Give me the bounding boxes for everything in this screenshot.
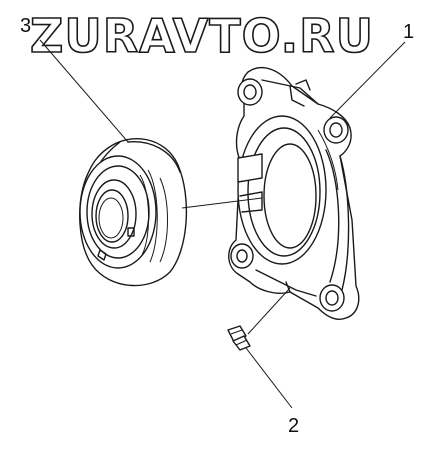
leader-line-3 bbox=[39, 39, 129, 143]
callout-number-1: 1 bbox=[403, 21, 414, 43]
leader-line-2 bbox=[245, 347, 293, 409]
assembly-axis-line bbox=[181, 197, 263, 209]
bearing-housing-part bbox=[228, 67, 360, 320]
callout-number-2: 2 bbox=[288, 415, 299, 437]
watermark-text: ZURAVTO.RU bbox=[30, 9, 374, 63]
bleed-fitting-part bbox=[227, 325, 251, 351]
leader-line-2b bbox=[247, 287, 291, 335]
callout-number-3: 3 bbox=[20, 15, 31, 37]
leader-line-1 bbox=[329, 41, 406, 119]
release-bearing-part bbox=[79, 138, 188, 287]
